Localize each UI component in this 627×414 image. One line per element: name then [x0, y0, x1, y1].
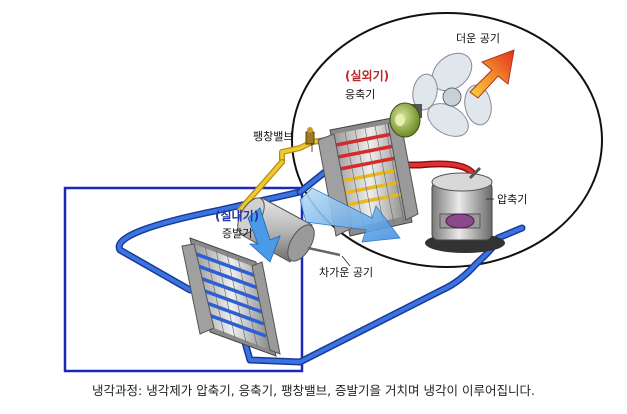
label-hot-air: 더운 공기: [456, 32, 500, 45]
label-cold-air: 차가운 공기: [319, 266, 373, 279]
figure-caption: 냉각과정: 냉각제가 압축기, 응축기, 팽창밸브, 증발기을 거치며 냉각이 …: [92, 383, 535, 398]
evaporator-coil: [181, 237, 281, 357]
indoor-unit-frame: [63, 186, 304, 373]
label-expansion-valve: 팽창밸브: [253, 130, 293, 143]
fan-motor-icon: [389, 102, 422, 138]
label-compressor: 압축기: [497, 193, 527, 206]
hot-air-arrow: [469, 49, 515, 99]
cold-air-arrow: [299, 187, 401, 243]
label-indoor-unit: (실내기): [215, 208, 259, 223]
label-evaporator: 증발기: [222, 227, 252, 240]
label-pointer-lines: [311, 143, 494, 267]
refrigerant-pipes: [115, 137, 526, 366]
label-outdoor-unit: (실외기): [345, 68, 389, 83]
label-condenser: 응축기: [345, 88, 375, 101]
expansion-valve-icon: [305, 127, 315, 145]
compressor-icon: [425, 166, 505, 253]
fan-icon: [412, 52, 492, 137]
cold-air-arrow-down: [247, 207, 281, 263]
